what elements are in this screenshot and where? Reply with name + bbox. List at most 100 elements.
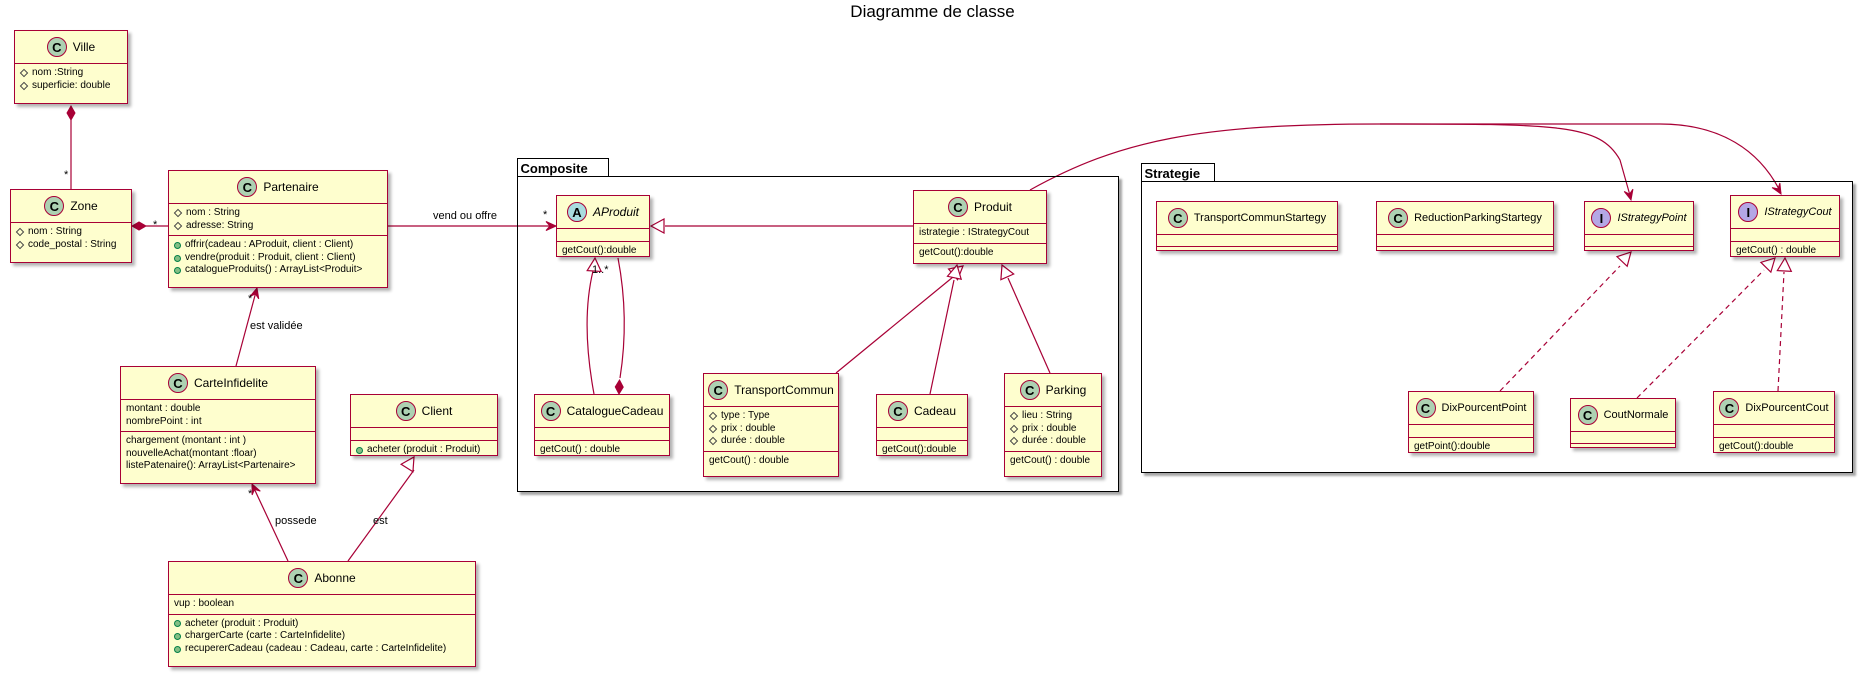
public-icon [174,620,181,628]
attribute: istrategie : IStrategyCout [919,227,1030,238]
public-icon [356,446,363,454]
method: getCout() : double [1736,245,1817,256]
public-icon [174,632,181,640]
class-name: TransportCommunStartegy [1193,212,1327,224]
method: getCout():double [562,245,637,256]
class-stereotype-icon: C [1388,208,1409,228]
inherit-triangle-produit-3 [1000,263,1015,281]
edge-dpp-isp [1499,265,1621,392]
protected-icon [19,69,29,78]
composition-diamond-zone [130,221,148,231]
class-stereotype-icon: C [395,401,416,421]
public-icon [174,254,181,262]
inherit-triangle-aproduit-2 [586,256,603,273]
protected-icon [708,424,718,434]
multiplicity-abonne-carte: * [248,488,253,500]
label-est-validee: est validée [250,320,303,332]
method: getCout() : double [709,454,790,466]
attribute: durée : double [1022,435,1086,447]
edge-parking-produit [1007,277,1051,374]
inherit-triangle-isc-2 [1776,256,1793,273]
protected-icon [708,437,718,446]
class-name: DixPourcentCout [1745,402,1829,414]
edge-aproduit-catalogue [617,257,625,379]
class-stereotype-icon: C [167,373,188,393]
arrowhead-istrategypoint [1623,188,1634,202]
arrowhead-istrategycout [1771,182,1782,196]
abstract-stereotype-icon: A [566,202,587,222]
class-stereotype-icon: C [44,196,65,216]
attribute: vup : boolean [174,598,235,609]
protected-icon [173,209,183,218]
inherit-triangle-produit-2 [946,263,963,280]
edge-transport-produit [835,276,954,374]
attribute: nombrePoint : int [126,415,202,427]
class-stereotype-icon: C [708,380,729,400]
protected-icon [1009,437,1019,446]
attribute: prix : double [1022,422,1077,434]
multiplicity-ville-zone: * [64,169,69,181]
class-stereotype-icon: C [1577,405,1598,425]
multiplicity-carte-partenaire: * [248,293,253,305]
interface-stereotype-icon: I [1591,208,1612,228]
edge-abonne-client [347,469,415,562]
multiplicity-zone-partenaire: * [153,219,158,231]
class-name: Client [421,404,453,418]
inherit-triangle-isc [1759,257,1776,274]
edge-abonne-carte [251,483,289,562]
class-client[interactable]: C Client acheter (produit : Produit) [350,394,498,456]
inherit-triangle-isp [1615,251,1632,268]
class-name: Cadeau [913,404,957,418]
method: offrir(cadeau : AProduit, client : Clien… [185,239,354,251]
label-vend-ou-offre: vend ou offre [433,210,498,222]
diagram-title: Diagramme de classe [850,2,1015,21]
attribute: superficie: double [32,79,111,91]
attribute: nom : String [186,207,240,218]
protected-icon [1009,424,1019,434]
composition-diamond-catalogue [614,379,624,396]
public-icon [174,645,181,653]
class-stereotype-icon: C [46,37,67,57]
inherit-triangle-client [399,455,415,473]
class-name: CoutNormale [1603,409,1669,421]
edge-produit-istrategycout [1380,123,1782,194]
protected-icon [173,221,183,231]
label-possede: possede [275,515,317,527]
method: chargerCarte (carte : CarteInfidelite) [185,630,346,642]
class-stereotype-icon: C [1019,380,1040,400]
method: getCout() : double [540,444,621,455]
method: acheter (produit : Produit) [367,444,481,455]
class-coutnormale[interactable]: C CoutNormale [1570,398,1676,448]
attribute: prix : double [721,422,776,434]
protected-icon [1009,412,1019,421]
attribute: type : Type [721,410,770,421]
class-name: Abonne [314,571,356,585]
class-name: CarteInfidelite [193,376,269,390]
class-name: Parking [1045,383,1087,397]
method: acheter (produit : Produit) [185,617,299,629]
method: getCout():double [919,246,994,258]
class-name: Produit [973,200,1013,214]
protected-icon [19,81,29,91]
method: getCout() : double [1010,454,1091,466]
protected-icon [708,412,718,421]
edge-cadeau-produit [929,279,955,395]
